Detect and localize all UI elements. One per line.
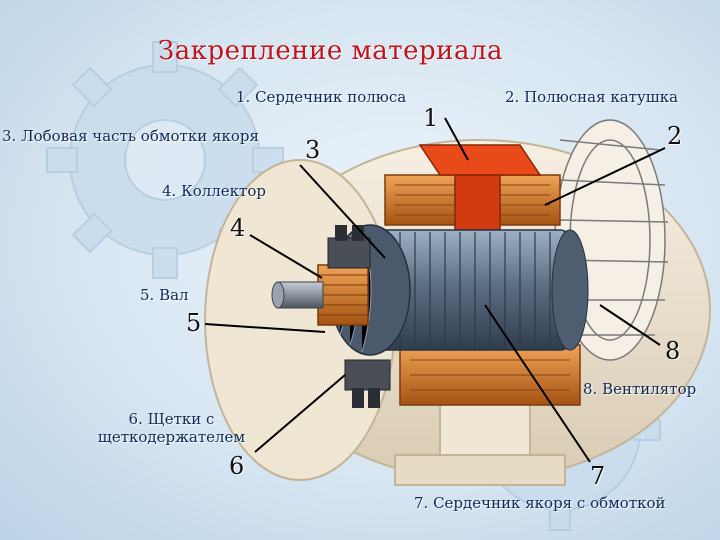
label-armature-core: 7. Сердечник якоря с обмоткой xyxy=(414,494,666,512)
leader-4 xyxy=(250,235,322,278)
label-pole-coil: 2. Полюсная катушка xyxy=(505,88,678,106)
label-pole-core: 1. Сердечник полюса xyxy=(236,88,406,106)
label-fan: 8. Вентилятор xyxy=(583,380,696,398)
number-armature-winding-end: 3 xyxy=(305,136,320,164)
number-armature-core: 7 xyxy=(590,462,605,490)
label-brushes: 6. Щетки с щеткодержателем xyxy=(84,410,259,446)
page-title: Закрепление материала xyxy=(158,36,503,66)
label-commutator: 4. Коллектор xyxy=(162,182,266,200)
label-armature-winding-end: 3. Лобовая часть обмотки якоря xyxy=(2,127,259,145)
number-fan: 8 xyxy=(665,337,680,365)
label-shaft: 5. Вал xyxy=(140,286,189,304)
leader-1 xyxy=(445,118,468,160)
number-pole-coil: 2 xyxy=(667,122,682,150)
number-commutator: 4 xyxy=(230,214,245,242)
number-shaft: 5 xyxy=(186,309,201,337)
leader-5 xyxy=(205,324,325,332)
leader-2 xyxy=(545,148,665,205)
leader-7 xyxy=(485,305,590,462)
leader-8 xyxy=(600,305,660,345)
leader-3 xyxy=(300,165,385,258)
number-pole-core: 1 xyxy=(423,104,438,132)
leader-6 xyxy=(255,375,345,452)
number-brushes: 6 xyxy=(229,452,244,480)
